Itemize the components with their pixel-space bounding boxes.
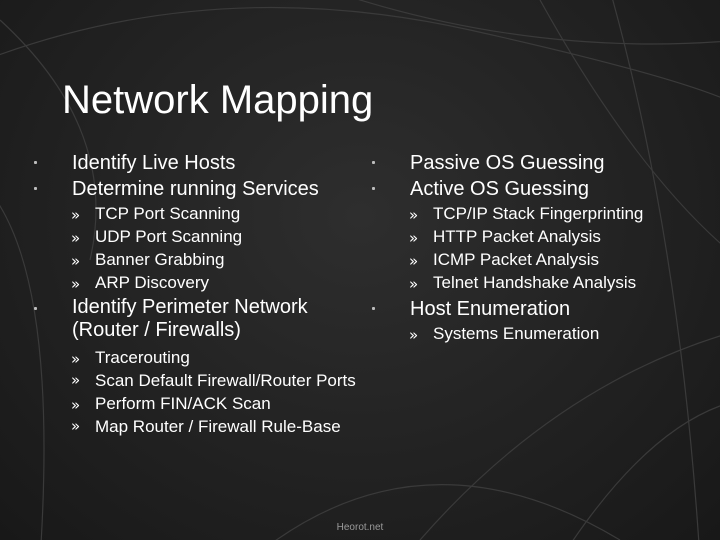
bullet-icon — [372, 187, 375, 190]
footer-source: Heorot.net — [336, 522, 384, 533]
bullet-passive-os-guessing: Passive OS Guessing — [372, 150, 717, 176]
sub-bullet-telnet-handshake: » Telnet Handshake Analysis — [372, 271, 717, 294]
sub-bullet-udp-port-scanning: » UDP Port Scanning — [34, 225, 364, 248]
bullet-determine-services: Determine running Services — [34, 176, 364, 202]
bullet-host-enumeration: Host Enumeration — [372, 296, 717, 322]
sub-bullet-icon: » — [71, 371, 81, 389]
bullet-identify-live-hosts: Identify Live Hosts — [34, 150, 364, 176]
sub-bullet-banner-grabbing: » Banner Grabbing — [34, 248, 364, 271]
sub-bullet-icon: » — [71, 396, 81, 414]
bullet-icon — [372, 307, 375, 310]
sub-bullet-map-router-firewall: » Map Router / Firewall Rule-Base — [71, 417, 341, 436]
bullet-identify-perimeter: Identify Perimeter Network (Router / Fir… — [34, 296, 364, 342]
sub-bullet-icon: » — [71, 252, 81, 270]
sub-bullet-icon: » — [71, 350, 81, 368]
sub-bullet-scan-default-firewall: » Scan Default Firewall/Router Ports — [71, 371, 356, 390]
sub-bullet-icon: » — [71, 275, 81, 293]
bullet-icon — [34, 187, 37, 190]
bullet-icon — [34, 307, 37, 310]
bullet-icon — [34, 161, 37, 164]
bullet-active-os-guessing: Active OS Guessing — [372, 176, 717, 202]
sub-bullet-tcp-port-scanning: » TCP Port Scanning — [34, 202, 364, 225]
sub-bullet-icon: » — [409, 229, 419, 247]
sub-bullet-icon: » — [71, 417, 81, 435]
bullet-icon — [372, 161, 375, 164]
sub-bullet-systems-enumeration: » Systems Enumeration — [372, 322, 717, 345]
sub-bullet-arp-discovery: » ARP Discovery — [34, 271, 364, 294]
sub-bullet-icon: » — [409, 252, 419, 270]
sub-bullet-icon: » — [409, 275, 419, 293]
sub-bullet-icon: » — [71, 229, 81, 247]
sub-bullet-http-packet-analysis: » HTTP Packet Analysis — [372, 225, 717, 248]
slide-title: Network Mapping — [62, 78, 374, 122]
sub-bullet-icon: » — [409, 326, 419, 344]
sub-bullet-icmp-packet-analysis: » ICMP Packet Analysis — [372, 248, 717, 271]
sub-bullet-tracerouting: » Tracerouting — [34, 346, 364, 369]
right-column: Passive OS Guessing Active OS Guessing »… — [372, 150, 717, 345]
sub-bullet-icon: » — [409, 206, 419, 224]
sub-bullet-tcpip-fingerprinting: » TCP/IP Stack Fingerprinting — [372, 202, 717, 225]
sub-bullet-icon: » — [71, 206, 81, 224]
left-column: Identify Live Hosts Determine running Se… — [34, 150, 364, 438]
sub-bullet-fin-ack-scan: » Perform FIN/ACK Scan — [34, 392, 364, 415]
